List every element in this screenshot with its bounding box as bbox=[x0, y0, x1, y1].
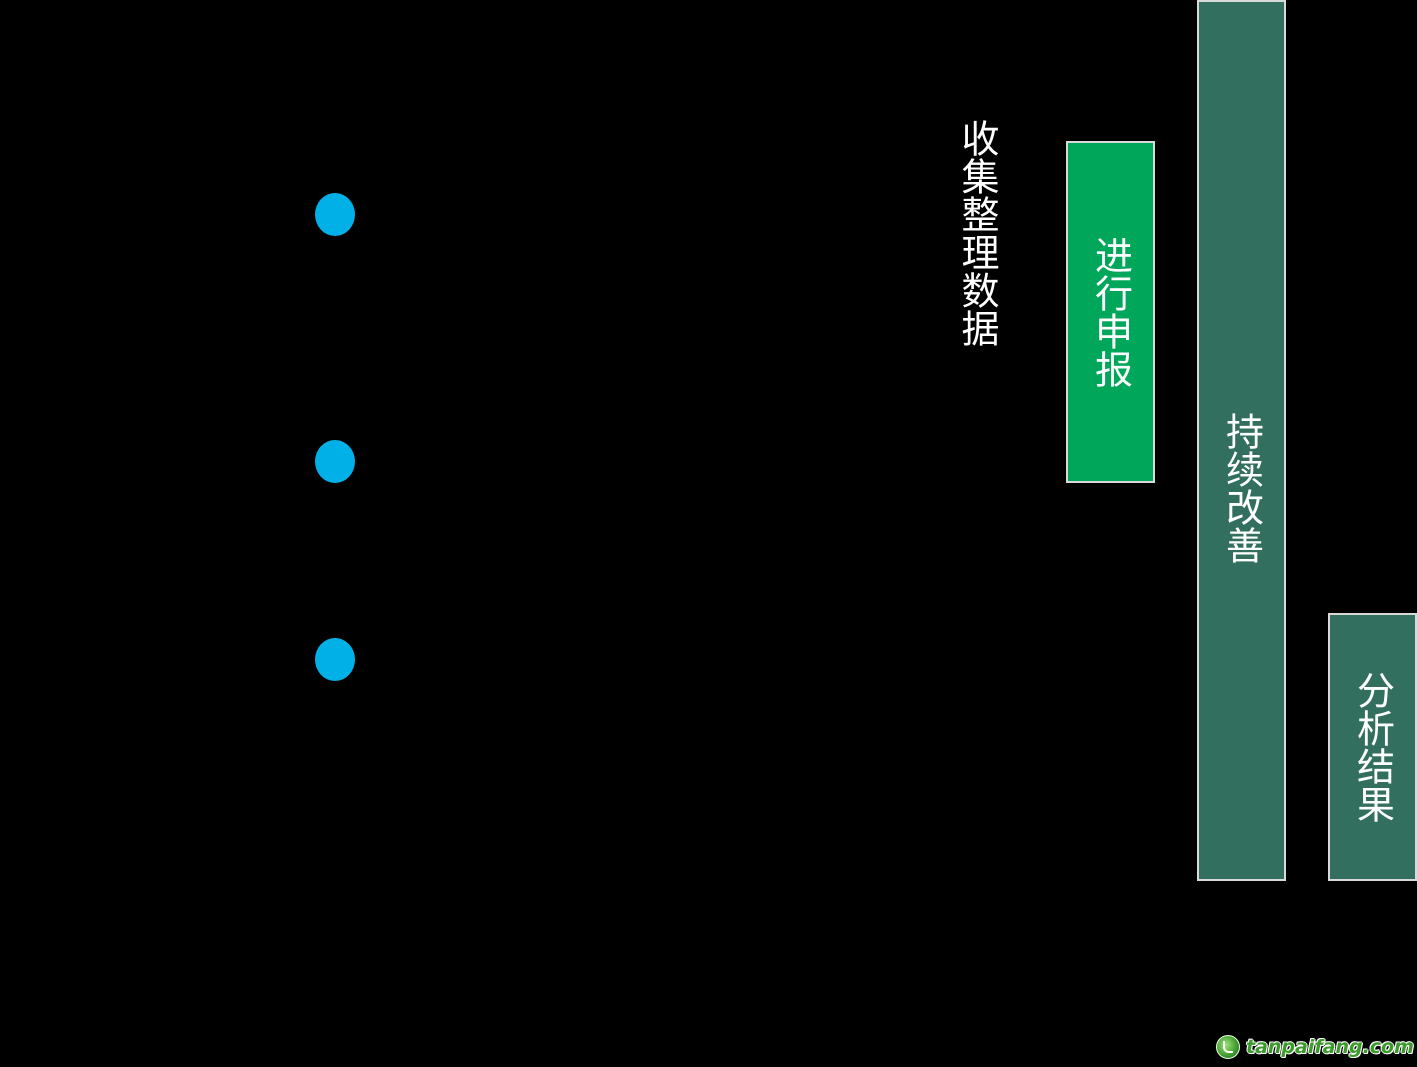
watermark: tanpaifang.com bbox=[1216, 1033, 1414, 1061]
step-improve-box: 持续改善 bbox=[1197, 0, 1286, 881]
leaf-logo-icon bbox=[1216, 1035, 1240, 1059]
watermark-text: tanpaifang.com bbox=[1246, 1036, 1414, 1058]
step-report-label: 进行申报 bbox=[1088, 236, 1133, 388]
step-report-box: 进行申报 bbox=[1066, 141, 1155, 483]
bullet-dot-1 bbox=[315, 193, 355, 236]
step-collect-label: 收集整理数据 bbox=[955, 119, 999, 347]
step-analyze-label: 分析结果 bbox=[1350, 671, 1395, 823]
step-analyze-box: 分析结果 bbox=[1328, 613, 1417, 881]
bullet-dot-3 bbox=[315, 638, 355, 681]
step-improve-label: 持续改善 bbox=[1219, 411, 1264, 564]
bullet-dot-2 bbox=[315, 440, 355, 483]
